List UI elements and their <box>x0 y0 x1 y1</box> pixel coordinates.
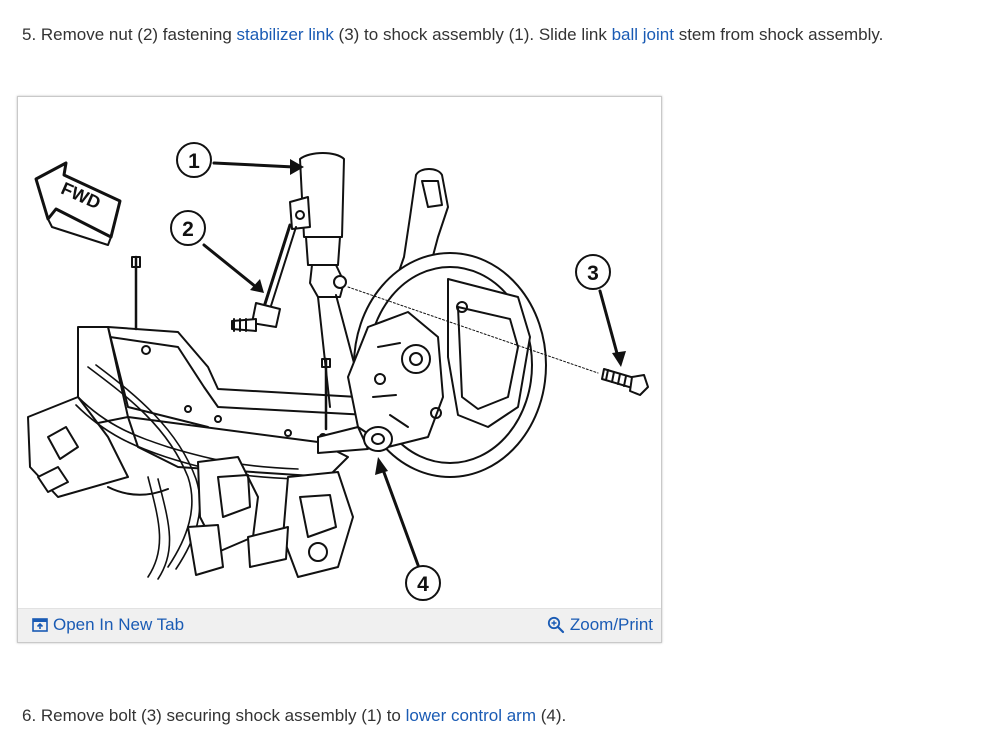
lower-brackets <box>107 456 354 578</box>
stabilizer-link-link[interactable]: stabilizer link <box>236 25 334 44</box>
fwd-arrow: FWD <box>34 161 122 246</box>
step-6-part-2: (4). <box>535 706 567 725</box>
callout-4: 4 <box>405 565 441 601</box>
callout-3: 3 <box>575 254 611 290</box>
zoom-print-label: Zoom/Print <box>569 615 653 634</box>
open-new-tab-icon <box>32 618 48 632</box>
svg-text:2: 2 <box>182 218 194 241</box>
svg-text:4: 4 <box>417 573 429 596</box>
callout-1: 1 <box>176 142 212 178</box>
step-5-part-3: stem from shock assembly. <box>673 25 884 44</box>
svg-text:1: 1 <box>188 150 200 173</box>
step-5-part-1: 5. Remove nut (2) fastening <box>22 25 237 44</box>
shock-assembly <box>289 152 364 408</box>
callout-2: 2 <box>170 210 206 246</box>
step-5-text: 5. Remove nut (2) fastening stabilizer l… <box>22 24 883 46</box>
ball-joint-link[interactable]: ball joint <box>611 25 674 44</box>
step-6-text: 6. Remove bolt (3) securing shock assemb… <box>22 705 566 727</box>
zoom-print-button[interactable]: Zoom/Print <box>547 615 653 635</box>
figure-toolbar: Open In New Tab Zoom/Print <box>18 608 661 642</box>
lower-control-arm-link[interactable]: lower control arm <box>405 706 536 725</box>
bolt-path-line <box>347 286 599 374</box>
open-in-new-tab-button[interactable]: Open In New Tab <box>32 615 184 635</box>
zoom-icon <box>547 616 564 634</box>
svg-text:3: 3 <box>587 262 599 285</box>
step-5-part-2: (3) to shock assembly (1). Slide link <box>333 25 612 44</box>
open-in-new-tab-label: Open In New Tab <box>53 615 185 634</box>
knuckle-rotor-assembly <box>317 168 547 478</box>
suspension-figure: FWD <box>17 96 662 643</box>
step-6-part-1: 6. Remove bolt (3) securing shock assemb… <box>22 706 406 725</box>
stabilizer-link <box>231 223 297 332</box>
callout-leaders <box>202 159 626 567</box>
suspension-diagram: FWD <box>27 142 649 601</box>
bolt <box>601 368 649 396</box>
